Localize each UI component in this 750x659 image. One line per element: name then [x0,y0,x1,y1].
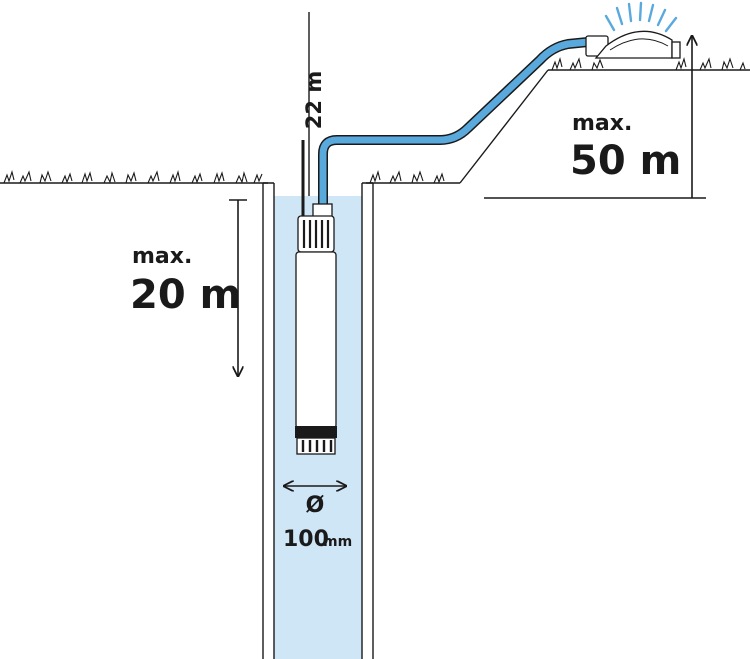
hose [319,38,592,210]
grass-right [369,170,445,184]
submersible-pump-icon [295,203,337,455]
grass-left [3,169,263,184]
height-value-label: 50 m [570,138,681,184]
diameter-unit: mm [323,534,352,550]
sprinkler-icon [585,1,681,59]
cable-length-label: 22 m [302,71,326,129]
diameter-symbol: Ø [306,493,325,518]
slope [459,69,549,184]
depth-max-label: max. [132,244,192,269]
depth-value-label: 20 m [130,272,241,318]
hose-outline [318,37,593,211]
height-max-label: max. [572,111,632,136]
grass-top [551,57,746,71]
diameter-value: 100 [283,527,329,552]
